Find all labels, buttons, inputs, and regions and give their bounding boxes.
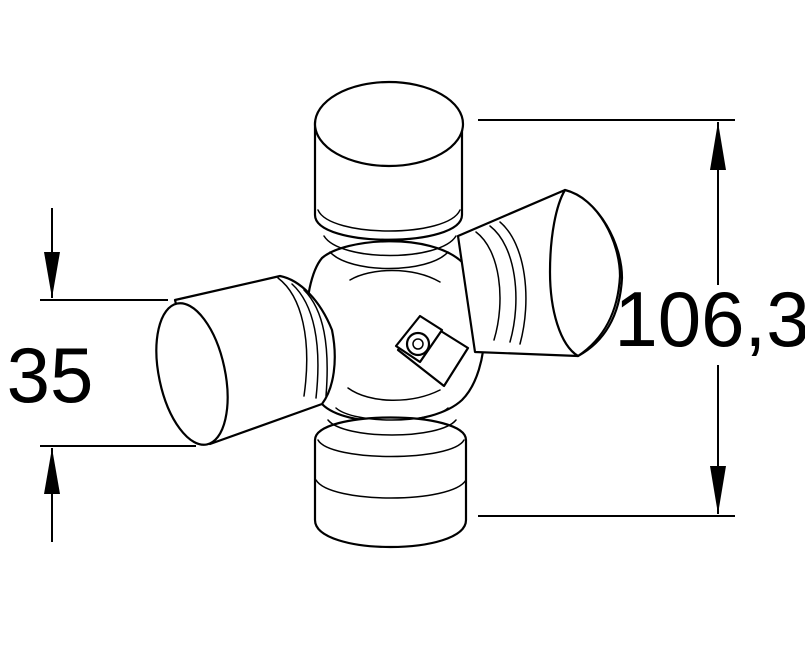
grease-nipple-icon (394, 314, 470, 388)
right-bearing-cup (456, 188, 624, 358)
dimension-overall-height: 106,3 (478, 119, 805, 517)
top-bearing-cup (313, 80, 465, 270)
universal-joint-cross-icon (155, 80, 624, 548)
bottom-bearing-cup (313, 407, 468, 548)
dimension-label-overall-height: 106,3 (614, 275, 805, 363)
dimension-cap-diameter: 35 (7, 208, 196, 542)
left-bearing-cup (155, 274, 336, 446)
dimension-label-cap-diameter: 35 (7, 331, 94, 419)
